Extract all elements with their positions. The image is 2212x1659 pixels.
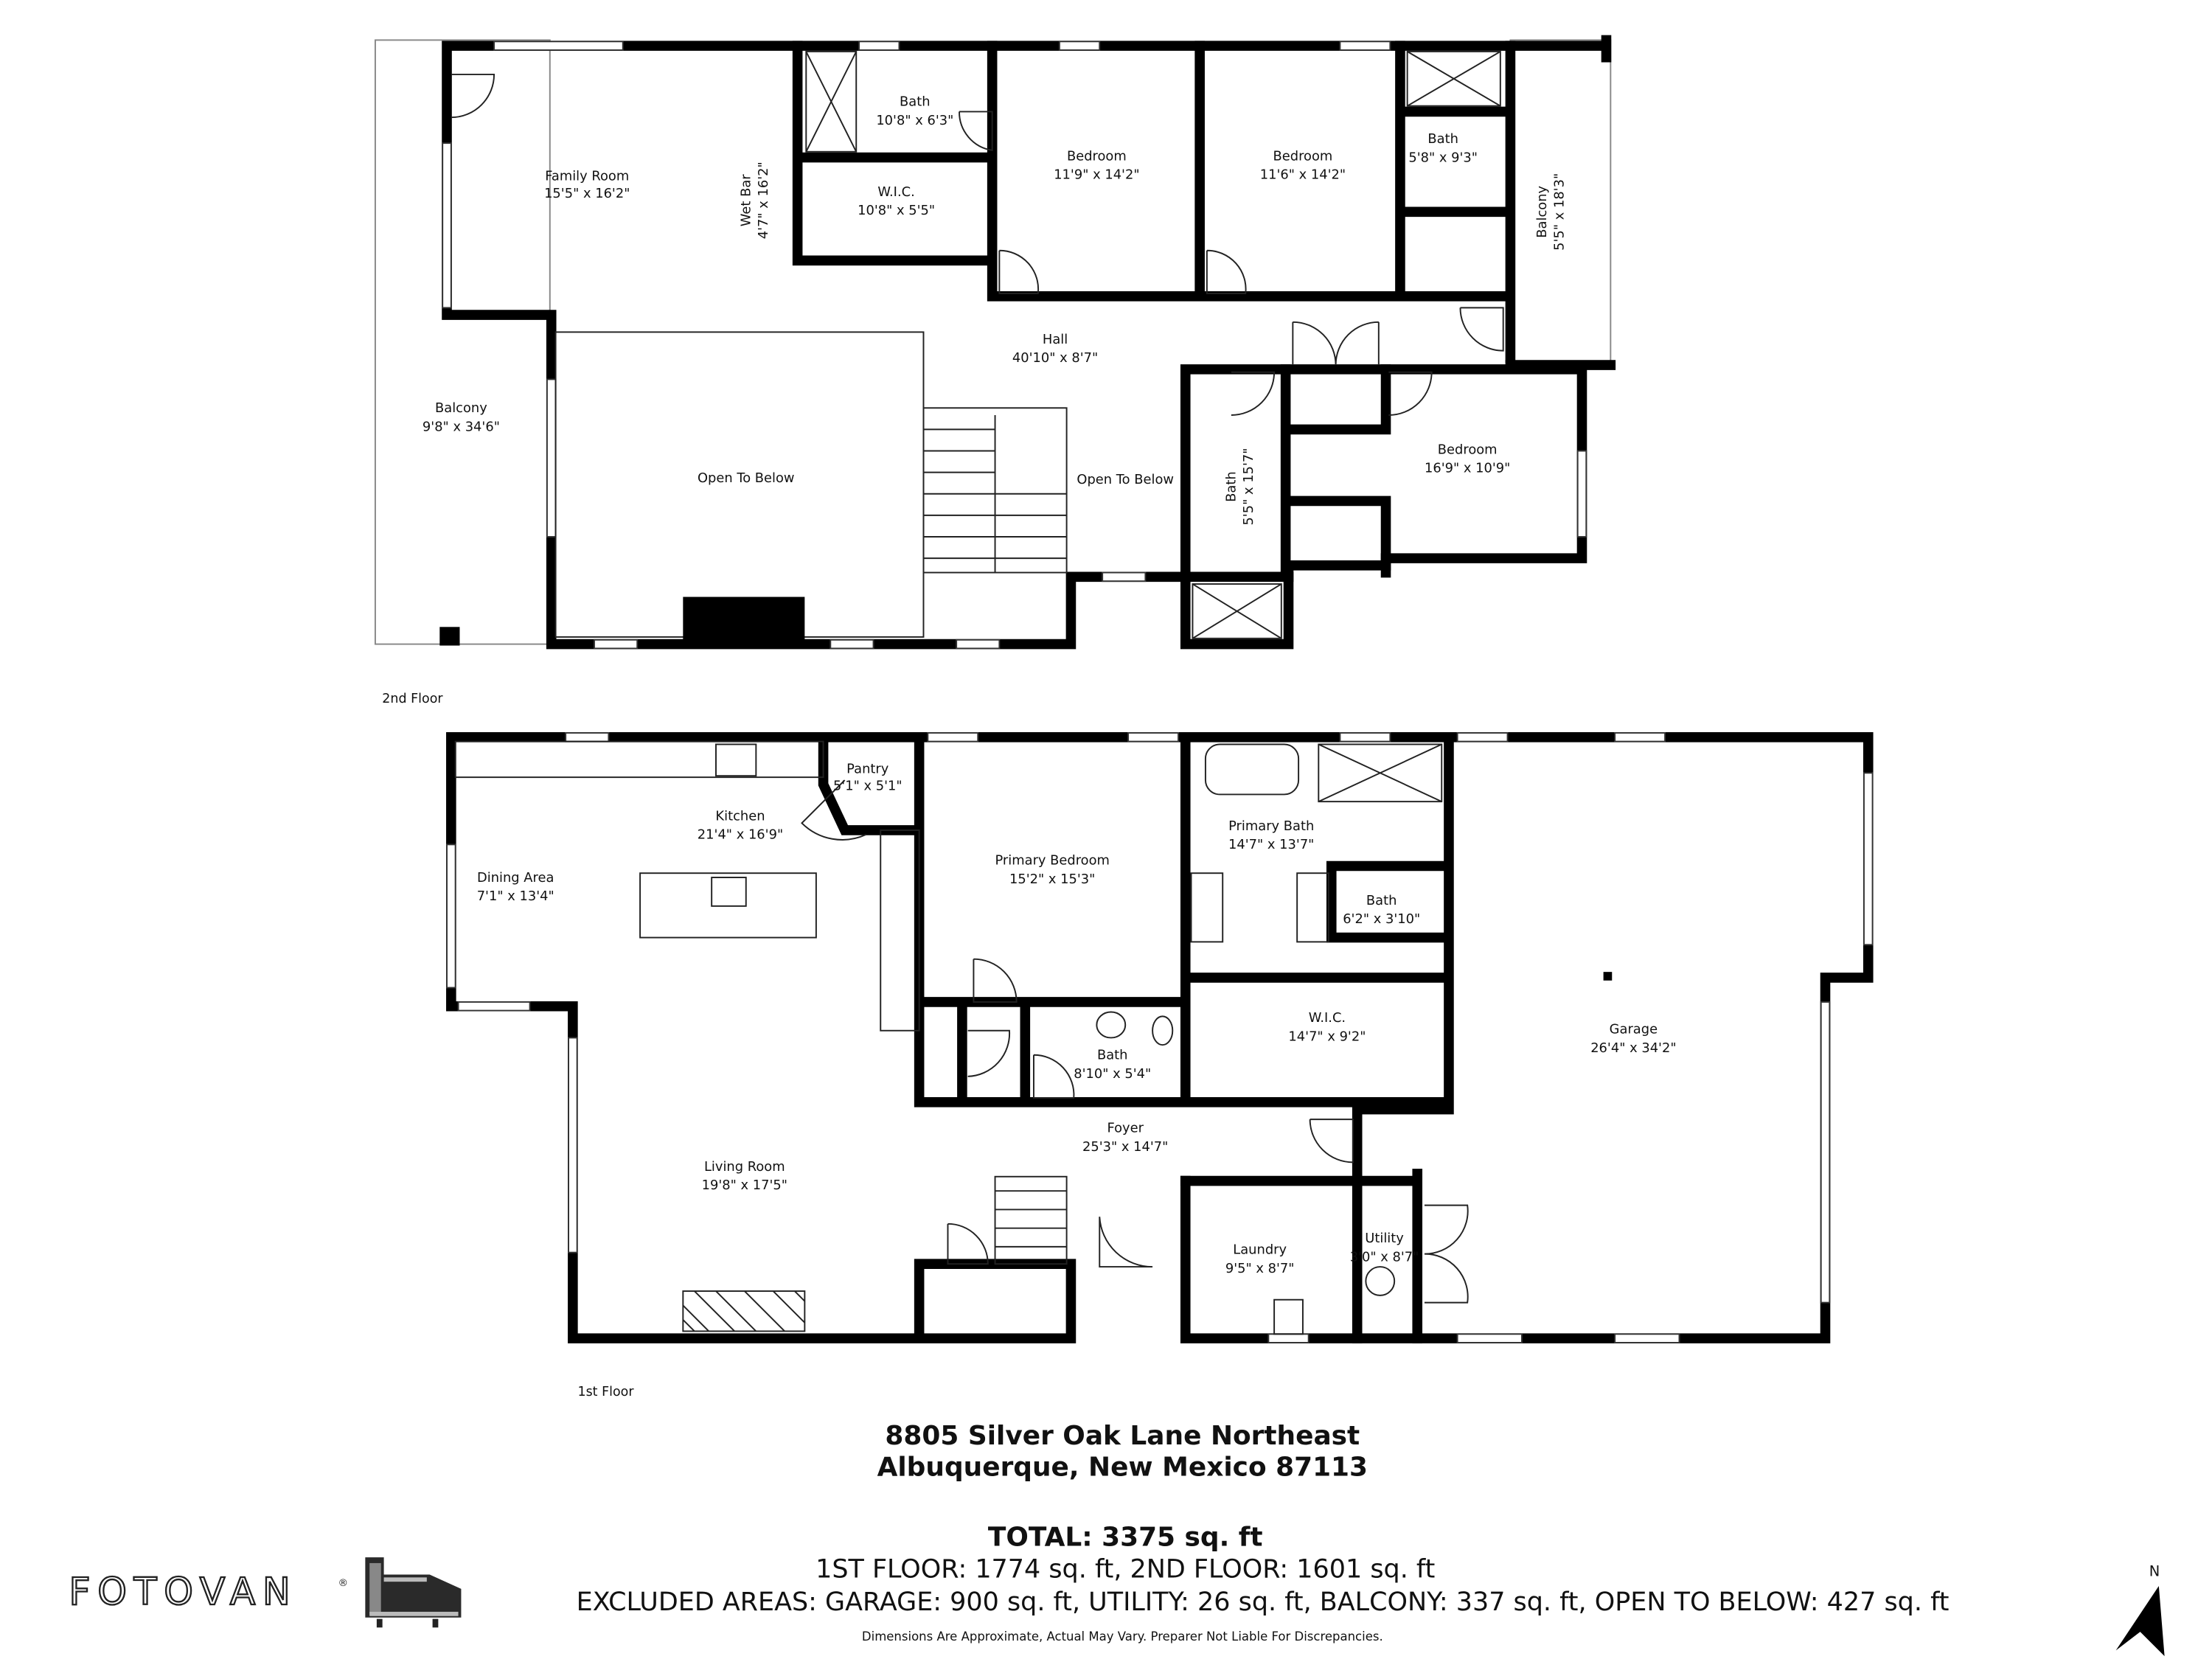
room-name: Balcony [435, 400, 487, 416]
excluded-areas: EXCLUDED AREAS: GARAGE: 900 sq. ft, UTIL… [577, 1587, 1950, 1617]
room-dims: 21'4" x 16'9" [698, 827, 783, 843]
van-icon [365, 1557, 462, 1628]
room-name: Living Room [704, 1159, 785, 1175]
fireplace [683, 597, 805, 640]
balcony-outline [374, 39, 551, 645]
staircase [922, 407, 1068, 574]
room-dims: 15'2" x 15'3" [1009, 872, 1095, 887]
room-name: Bedroom [1273, 148, 1333, 164]
room-dims: 14'7" x 13'7" [1228, 837, 1314, 852]
room-name: W.I.C. [1309, 1010, 1346, 1026]
address-line-2: Albuquerque, New Mexico 87113 [877, 1453, 1368, 1483]
kitchen-counter [454, 740, 824, 779]
brand-logo: FOTOVAN ® [68, 1557, 462, 1628]
room-name: Bedroom [1438, 442, 1498, 457]
room-dims: 19'8" x 17'5" [702, 1178, 787, 1193]
second-floor-plan: Family Room 15'5" x 16'2" Wet Bar 4'7" x… [374, 35, 1616, 707]
room-dims: 15'5" x 16'2" [544, 186, 630, 201]
interior-walls [792, 41, 1516, 582]
room-name: Kitchen [715, 808, 765, 824]
room-dims: 5'1" x 5'1" [833, 779, 902, 794]
room-name: Bath [1366, 893, 1397, 908]
room-name: Primary Bedroom [995, 853, 1109, 869]
room-dims: 5'5" x 18'3" [1551, 173, 1567, 251]
room-name: Utility [1365, 1231, 1404, 1246]
island-sink [711, 877, 747, 907]
disclaimer: Dimensions Are Approximate, Actual May V… [862, 1630, 1383, 1644]
room-name: Bath [1097, 1048, 1128, 1063]
staircase [994, 1175, 1068, 1265]
room-dims: 11'9" x 14'2" [1054, 167, 1139, 183]
room-dims: 4'7" x 16'2" [756, 161, 771, 239]
floor-label: 2nd Floor [382, 692, 443, 706]
room-name: Bath [1427, 131, 1458, 147]
room-dims: 26'4" x 34'2" [1590, 1040, 1676, 1056]
room-name: Laundry [1233, 1242, 1287, 1258]
kitchen-island [639, 872, 817, 939]
side-cabinets [880, 830, 920, 1032]
first-floor-labels: Pantry 5'1" x 5'1" Kitchen 21'4" x 16'9"… [477, 761, 1677, 1399]
north-arrow-icon [2115, 1585, 2165, 1657]
interior-walls [818, 731, 1454, 1343]
room-name: Open To Below [698, 470, 795, 486]
room-dims: 5'5" x 15'7" [1241, 448, 1256, 526]
showers [805, 50, 1501, 639]
first-floor-plan: Pantry 5'1" x 5'1" Kitchen 21'4" x 16'9"… [446, 731, 1874, 1399]
room-name: Family Room [545, 169, 629, 184]
windows [442, 41, 1587, 650]
north-label: N [2149, 1562, 2160, 1579]
second-floor-labels: Family Room 15'5" x 16'2" Wet Bar 4'7" x… [382, 94, 1567, 707]
room-name: Open To Below [1077, 472, 1174, 487]
room-dims: 5'8" x 9'3" [1408, 150, 1478, 165]
room-dims: 40'10" x 8'7" [1012, 350, 1098, 366]
fireplace [682, 1290, 806, 1332]
column [439, 627, 460, 646]
logo-text: FOTOVAN [69, 1570, 298, 1613]
room-dims: 10'8" x 6'3" [876, 113, 953, 128]
room-name: Pantry [846, 761, 889, 776]
room-dims: 11'6" x 14'2" [1260, 167, 1346, 183]
fixtures [1096, 743, 1443, 1335]
registered-mark: ® [338, 1577, 348, 1589]
room-name: Garage [1610, 1022, 1658, 1037]
doors [801, 779, 1469, 1304]
footer: 8805 Silver Oak Lane Northeast Albuquerq… [577, 1421, 1950, 1644]
room-name: Hall [1043, 332, 1068, 347]
doors [451, 73, 1504, 416]
total-area: TOTAL: 3375 sq. ft [988, 1523, 1263, 1553]
room-dims: 6'2" x 3'10" [1343, 911, 1420, 927]
floor-areas: 1ST FLOOR: 1774 sq. ft, 2ND FLOOR: 1601 … [815, 1554, 1435, 1584]
room-dims: 9'8" x 34'6" [422, 419, 500, 434]
room-name: Balcony [1534, 185, 1550, 237]
room-name: W.I.C. [877, 184, 914, 200]
room-dims: 8'10" x 5'4" [1074, 1066, 1151, 1082]
room-name: Primary Bath [1228, 818, 1314, 834]
floor-label: 1st Floor [577, 1385, 634, 1399]
address-line-1: 8805 Silver Oak Lane Northeast [885, 1421, 1360, 1451]
exterior-walls [442, 35, 1616, 650]
cooktop [715, 743, 757, 777]
windows [446, 731, 1874, 1343]
room-name: Dining Area [477, 870, 554, 886]
exterior-walls [446, 731, 1874, 1343]
compass: N [2115, 1562, 2165, 1657]
garage-post [1603, 972, 1613, 981]
room-dims: 10'8" x 5'5" [858, 203, 935, 218]
room-name: Bedroom [1067, 148, 1127, 164]
room-dims: 16'9" x 10'9" [1425, 461, 1510, 476]
room-name: Wet Bar [739, 174, 754, 226]
room-dims: 14'7" x 9'2" [1288, 1029, 1366, 1044]
room-name: Bath [900, 94, 931, 110]
room-name: Foyer [1107, 1121, 1144, 1136]
room-dims: 25'3" x 14'7" [1082, 1139, 1168, 1155]
room-dims: 9'5" x 8'7" [1225, 1261, 1295, 1276]
room-name: Bath [1224, 471, 1239, 502]
room-dims: 3'0" x 8'7" [1350, 1249, 1419, 1265]
room-dims: 7'1" x 13'4" [477, 888, 554, 904]
